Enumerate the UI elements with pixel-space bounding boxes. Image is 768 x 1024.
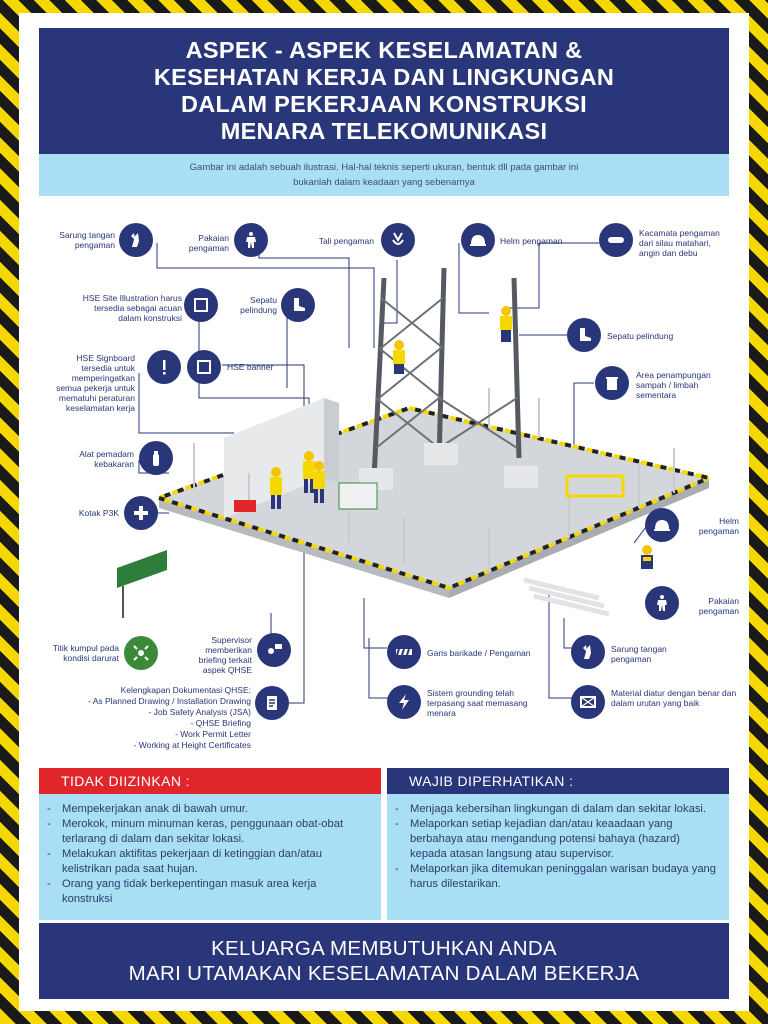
construction-site-scene bbox=[117, 242, 716, 704]
wajib-diperhatikan-panel: WAJIB DIPERHATIKAN : Menjaga kebersihan … bbox=[387, 768, 729, 920]
label-garis: Garis barikade / Pengaman bbox=[427, 648, 531, 658]
poster: ASPEK - ASPEK KESELAMATAN & KESEHATAN KE… bbox=[19, 13, 749, 1011]
goggles-icon bbox=[599, 223, 633, 257]
tidak-diizinkan-title: TIDAK DIIZINKAN : bbox=[39, 768, 381, 794]
wajib-diperhatikan-title: WAJIB DIPERHATIKAN : bbox=[387, 768, 729, 794]
harness-icon bbox=[381, 223, 415, 257]
footer-slogan: KELUARGA MEMBUTUHKAN ANDA MARI UTAMAKAN … bbox=[39, 923, 729, 999]
list-item: Melaporkan jika ditemukan peninggalan wa… bbox=[393, 862, 717, 892]
extinguisher-icon bbox=[139, 441, 173, 475]
assembly-point-icon bbox=[124, 636, 158, 670]
illustration-disclaimer: Gambar ini adalah sebuah ilustrasi. Hal-… bbox=[39, 154, 729, 196]
slogan-line: MARI UTAMAKAN KESELAMATAN DALAM BEKERJA bbox=[128, 962, 640, 985]
title-line: KESEHATAN KERJA DAN LINGKUNGAN bbox=[153, 64, 615, 90]
list-item: Mempekerjakan anak di bawah umur. bbox=[45, 802, 369, 817]
frame-icon bbox=[184, 288, 218, 322]
label-hse-site: HSE Site Illustration harus tersedia seb… bbox=[82, 293, 182, 323]
list-item: Orang yang tidak berkepentingan masuk ar… bbox=[45, 877, 369, 907]
site-illustration: Sarung tangan pengaman Pakaian pengaman … bbox=[19, 198, 749, 778]
first-aid-icon bbox=[124, 496, 158, 530]
slogan-line: KELUARGA MEMBUTUHKAN ANDA bbox=[211, 937, 557, 960]
label-sarung-tangan: Sarung tangan pengaman bbox=[59, 230, 115, 250]
document-icon bbox=[255, 686, 289, 720]
banner-icon bbox=[187, 350, 221, 384]
label-material: Material diatur dengan benar dan dalam u… bbox=[611, 688, 737, 708]
label-sarung-right: Sarung tangan pengaman bbox=[611, 644, 667, 664]
glove-icon bbox=[119, 223, 153, 257]
label-dokumentasi-item: - Work Permit Letter bbox=[175, 729, 251, 739]
glove-icon bbox=[571, 635, 605, 669]
wajib-diperhatikan-list: Menjaga kebersihan lingkungan di dalam d… bbox=[387, 794, 729, 892]
label-area-sampah: Area penampungan sampah / limbah sementa… bbox=[636, 370, 711, 400]
label-dokumentasi-item: - QHSE Briefing bbox=[190, 718, 251, 728]
label-hse-banner: HSE banner bbox=[227, 362, 274, 372]
label-dokumentasi-item: - Working at Height Certificates bbox=[133, 740, 251, 750]
list-item: Melakukan aktifitas pekerjaan di ketingg… bbox=[45, 847, 369, 877]
title-line: DALAM PEKERJAAN KONSTRUKSI bbox=[180, 91, 587, 117]
label-dokumentasi-item: - Job Safety Analysis (JSA) bbox=[148, 707, 251, 717]
label-sepatu-left: Sepatu pelindung bbox=[240, 295, 277, 315]
briefing-icon bbox=[257, 633, 291, 667]
label-titik-kumpul: Titik kumpul pada kondisi darurat bbox=[52, 643, 119, 663]
helmet-icon bbox=[461, 223, 495, 257]
label-alat-pemadam: Alat pemadam kebakaran bbox=[79, 449, 134, 469]
lightning-icon bbox=[387, 685, 421, 719]
disclaimer-line: Gambar ini adalah sebuah ilustrasi. Hal-… bbox=[189, 162, 579, 173]
list-item: Menjaga kebersihan lingkungan di dalam d… bbox=[393, 802, 717, 817]
list-item: Merokok, minum minuman keras, penggunaan… bbox=[45, 817, 369, 847]
label-tali: Tali pengaman bbox=[318, 236, 374, 246]
tidak-diizinkan-panel: TIDAK DIIZINKAN : Mempekerjakan anak di … bbox=[39, 768, 381, 920]
label-helm-right: Helm pengaman bbox=[698, 516, 739, 536]
barricade-icon bbox=[387, 635, 421, 669]
label-dokumentasi-title: Kelengkapan Dokumentasi QHSE: bbox=[120, 685, 251, 695]
helmet-icon bbox=[645, 508, 679, 542]
label-kotak-p3k: Kotak P3K bbox=[78, 508, 119, 518]
suit-icon bbox=[645, 586, 679, 620]
disclaimer-line: bukanlah dalam keadaan yang sebenarnya bbox=[293, 177, 475, 188]
label-hse-signboard: HSE Signboard tersedia untuk memperingat… bbox=[56, 353, 135, 413]
label-grounding: Sistem grounding telah terpasang saat me… bbox=[427, 688, 528, 718]
tidak-diizinkan-list: Mempekerjakan anak di bawah umur. Meroko… bbox=[39, 794, 381, 907]
list-item: Melaporkan setiap kejadian dan/atau keaa… bbox=[393, 817, 717, 862]
trash-icon bbox=[595, 366, 629, 400]
label-dokumentasi-item: - As Planned Drawing / Installation Draw… bbox=[88, 696, 251, 706]
label-kacamata: Kacamata pengaman dari silau matahari, a… bbox=[639, 228, 720, 258]
label-pakaian-right: Pakaian pengaman bbox=[698, 596, 739, 616]
title-line: MENARA TELEKOMUNIKASI bbox=[220, 118, 548, 144]
label-supervisor: Supervisor memberikan briefing terkait a… bbox=[198, 635, 252, 675]
suit-icon bbox=[234, 223, 268, 257]
label-helm: Helm pengaman bbox=[500, 236, 563, 246]
poster-title: ASPEK - ASPEK KESELAMATAN & KESEHATAN KE… bbox=[39, 28, 729, 154]
label-sepatu-right: Sepatu pelindung bbox=[607, 331, 674, 341]
exclamation-icon bbox=[147, 350, 181, 384]
boot-icon bbox=[281, 288, 315, 322]
rules-panels: TIDAK DIIZINKAN : Mempekerjakan anak di … bbox=[39, 768, 729, 920]
title-line: ASPEK - ASPEK KESELAMATAN & bbox=[185, 37, 583, 63]
label-pakaian: Pakaian pengaman bbox=[188, 233, 229, 253]
material-icon bbox=[571, 685, 605, 719]
boot-icon bbox=[567, 318, 601, 352]
